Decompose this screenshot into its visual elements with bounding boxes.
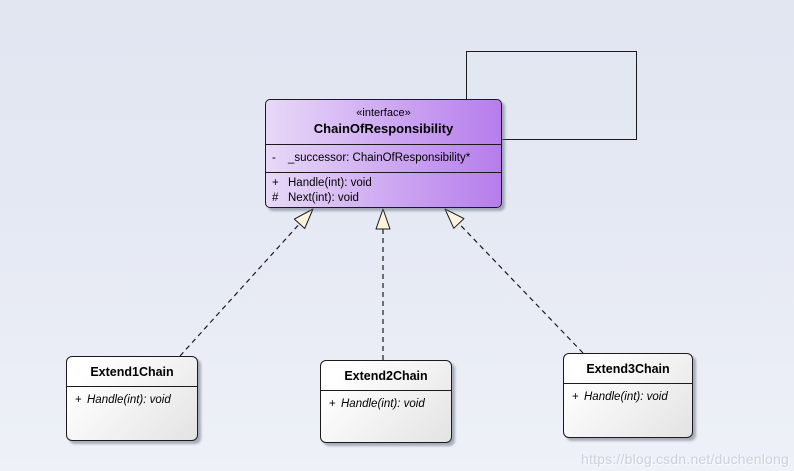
realization-arrowhead-icon [375, 208, 391, 230]
visibility-marker: - [272, 152, 276, 164]
visibility-marker: + [329, 398, 336, 410]
class-operations-compartment: + Handle(int): void [564, 384, 692, 405]
watermark: https://blog.csdn.net/duchenlong [581, 451, 789, 467]
interface-stereotype: «interface» [356, 107, 411, 119]
class-operations-compartment: + Handle(int): void [321, 391, 451, 412]
class-node-extend1chain: Extend1Chain + Handle(int): void [66, 356, 198, 441]
interface-header: «interface» ChainOfResponsibility [266, 100, 501, 144]
realization-line-extend1chain [179, 223, 300, 357]
class-name: Extend2Chain [321, 361, 451, 391]
interface-attributes-compartment: - _successor: ChainOfResponsibility* [266, 144, 501, 172]
realization-arrowhead-icon [293, 208, 314, 229]
operation-signature: Handle(int): void [288, 177, 372, 189]
interface-operations-compartment: + Handle(int): void # Next(int): void [266, 172, 501, 207]
interface-name: ChainOfResponsibility [313, 121, 454, 136]
visibility-marker: + [75, 394, 82, 406]
visibility-marker: # [272, 192, 279, 204]
empty-rectangle-shape [466, 51, 637, 140]
interface-node-chainofresponsibility: «interface» ChainOfResponsibility - _suc… [265, 99, 502, 208]
operation-signature: Next(int): void [288, 192, 359, 204]
operation-signature: Handle(int): void [87, 394, 171, 406]
attribute-signature: _successor: ChainOfResponsibility* [288, 152, 471, 164]
class-node-extend3chain: Extend3Chain + Handle(int): void [563, 353, 693, 438]
visibility-marker: + [572, 391, 579, 403]
realization-line-extend3chain [458, 222, 584, 354]
operation-row: + Handle(int): void [321, 397, 451, 412]
class-node-extend2chain: Extend2Chain + Handle(int): void [320, 360, 452, 443]
operation-signature: Handle(int): void [584, 391, 668, 403]
class-operations-compartment: + Handle(int): void [67, 387, 197, 408]
visibility-marker: + [272, 177, 279, 189]
realization-arrowhead-icon [444, 208, 465, 229]
class-name: Extend1Chain [67, 357, 197, 387]
operation-row: # Next(int): void [266, 191, 501, 206]
operation-row: + Handle(int): void [564, 390, 692, 405]
class-name: Extend3Chain [564, 354, 692, 384]
operation-row: + Handle(int): void [266, 176, 501, 191]
operation-signature: Handle(int): void [341, 398, 425, 410]
operation-row: + Handle(int): void [67, 393, 197, 408]
attribute-row: - _successor: ChainOfResponsibility* [266, 151, 501, 166]
